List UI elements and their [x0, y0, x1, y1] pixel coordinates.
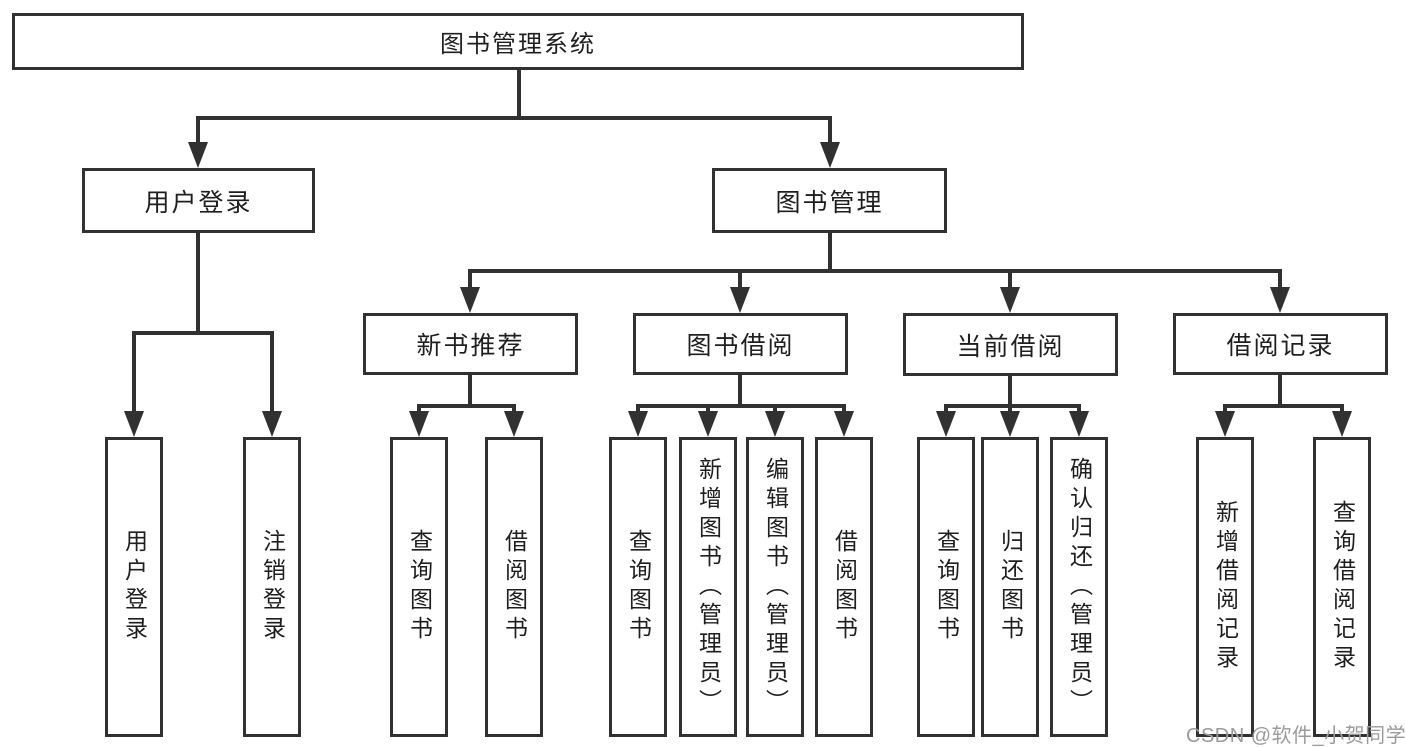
node-borrow-records: 借阅记录	[1173, 313, 1388, 375]
node-new-book-recommend: 新书推荐	[363, 313, 578, 375]
leaf-query-book-borrow: 查询图书	[609, 437, 667, 737]
leaf-add-borrow-record: 新增借阅记录	[1196, 437, 1254, 737]
leaf-query-book-recommend: 查询图书	[390, 437, 448, 737]
leaf-query-book-current: 查询图书	[917, 437, 975, 737]
leaf-user-login: 用户登录	[105, 437, 163, 737]
leaf-borrow-book: 借阅图书	[815, 437, 873, 737]
node-current-borrow: 当前借阅	[903, 313, 1118, 376]
node-user-login: 用户登录	[82, 168, 315, 233]
leaf-confirm-return-admin: 确认归还（管理员）	[1050, 437, 1108, 737]
node-book-borrow: 图书借阅	[633, 313, 848, 375]
leaf-borrow-book-recommend: 借阅图书	[485, 437, 543, 737]
leaf-query-borrow-record: 查询借阅记录	[1313, 437, 1371, 737]
csdn-watermark: CSDN @软件_小贺同学	[1186, 725, 1405, 747]
leaf-logout: 注销登录	[243, 437, 301, 737]
leaf-add-book-admin: 新增图书（管理员）	[679, 437, 737, 737]
leaf-edit-book-admin: 编辑图书（管理员）	[746, 437, 804, 737]
leaf-return-book: 归还图书	[981, 437, 1039, 737]
node-library-management-system: 图书管理系统	[12, 13, 1024, 70]
node-book-management: 图书管理	[712, 168, 947, 233]
